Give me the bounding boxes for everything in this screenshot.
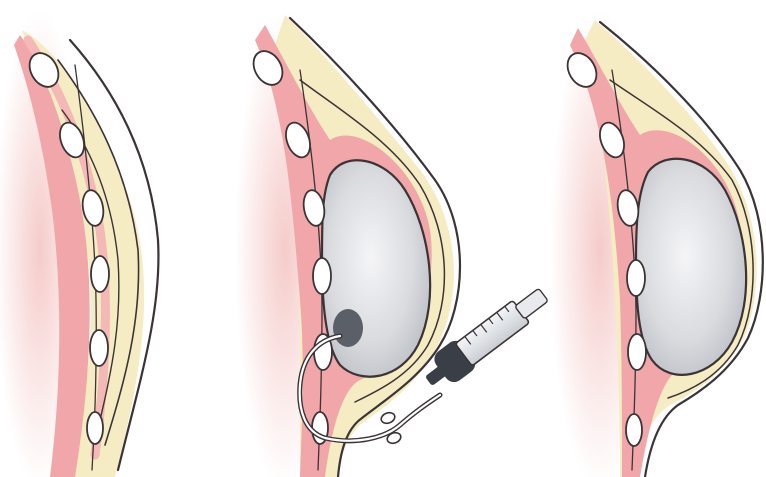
- rib-shape: [91, 256, 109, 292]
- injection-port: [333, 309, 363, 347]
- panel-expander-injection: [235, 10, 554, 477]
- rib-shape: [87, 412, 103, 444]
- rib-shape: [628, 334, 646, 370]
- rib-shape: [627, 260, 645, 296]
- rib-shape: [313, 258, 331, 294]
- rib-shape: [626, 414, 642, 446]
- panel-after-implant: [550, 10, 763, 477]
- panel-before-expansion: [0, 10, 158, 477]
- rib-shape: [90, 330, 108, 366]
